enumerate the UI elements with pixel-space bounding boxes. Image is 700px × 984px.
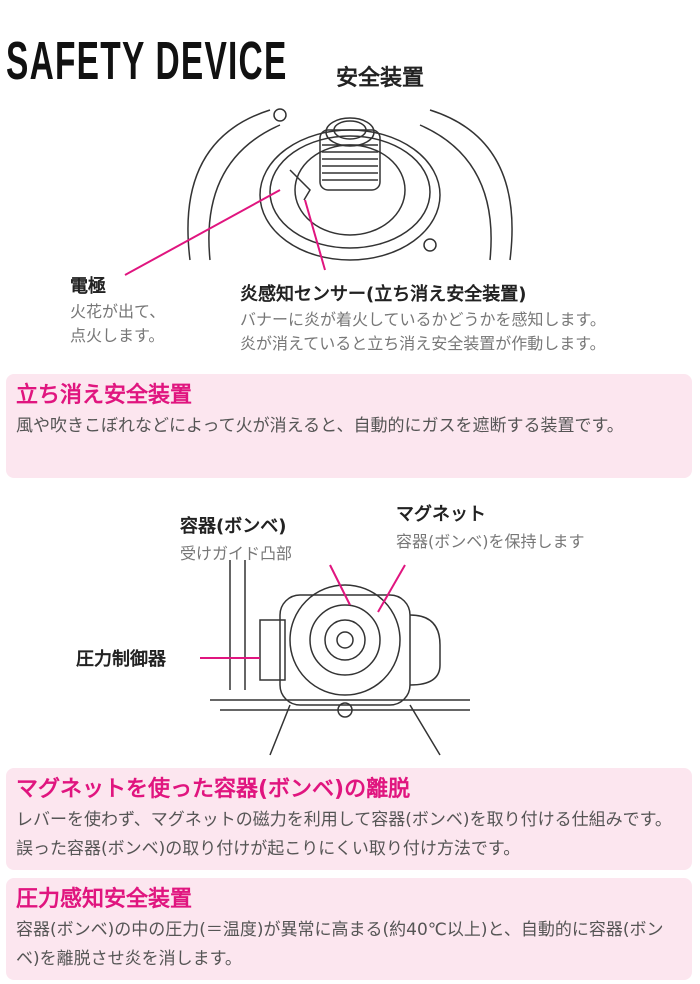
- lower-info-boxes: マグネットを使った容器(ボンベ)の離脱 レバーを使わず、マグネットの磁力を利用し…: [6, 768, 692, 980]
- guide-label: 容器(ボンベ): [180, 516, 287, 537]
- electrode-pointer-line: [124, 189, 326, 276]
- sensor-desc-line: バナーに炎が着火しているかどうかを感知します。: [240, 310, 606, 329]
- regulator-label: 圧力制御器: [76, 649, 166, 670]
- box-title: 圧力感知安全装置: [16, 887, 193, 912]
- sensor-desc-line: 炎が消えていると立ち消え安全装置が作動します。: [240, 334, 606, 353]
- magnet-desc: 容器(ボンベ)を保持します: [396, 532, 585, 551]
- box-title: マグネットを使った容器(ボンベ)の離脱: [16, 777, 411, 802]
- electrode-desc-line: 火花が出て、: [70, 302, 166, 321]
- page-subtitle: 安全装置: [336, 66, 425, 91]
- pressure-safety-box: 圧力感知安全装置 容器(ボンベ)の中の圧力(＝温度)が異常に高まる(約40℃以上…: [6, 878, 692, 980]
- electrode-desc-line: 点火します。: [70, 326, 165, 345]
- box-text: レバーを使わず、マグネットの磁力を利用して容器(ボンベ)を取り付ける仕組みです。…: [16, 810, 672, 859]
- box-text: 風や吹きこぼれなどによって火が消えると、自動的にガスを遮断する装置です。: [16, 416, 624, 436]
- sensor-label: 炎感知センサー(立ち消え安全装置): [240, 284, 527, 305]
- electrode-desc: 火花が出て、 点火します。: [70, 300, 165, 348]
- magnet-label: マグネット: [396, 504, 486, 525]
- page-title: SAFETY DEVICE: [6, 31, 288, 91]
- magnet-box: マグネットを使った容器(ボンベ)の離脱 レバーを使わず、マグネットの磁力を利用し…: [6, 768, 692, 870]
- box-title: 立ち消え安全装置: [16, 383, 193, 408]
- sensor-desc: バナーに炎が着火しているかどうかを感知します。 炎が消えていると立ち消え安全装置…: [240, 308, 606, 356]
- electrode-label: 電極: [70, 276, 106, 297]
- burner-illustration: [187, 108, 513, 261]
- cassette-mount-illustration: [210, 560, 470, 756]
- pointer-lines-2: [200, 564, 406, 659]
- flame-failure-box: 立ち消え安全装置 風や吹きこぼれなどによって火が消えると、自動的にガスを遮断する…: [6, 374, 692, 478]
- box-text: 容器(ボンベ)の中の圧力(＝温度)が異常に高まる(約40℃以上)と、自動的に容器…: [16, 920, 664, 969]
- guide-desc: 受けガイド凸部: [180, 544, 293, 563]
